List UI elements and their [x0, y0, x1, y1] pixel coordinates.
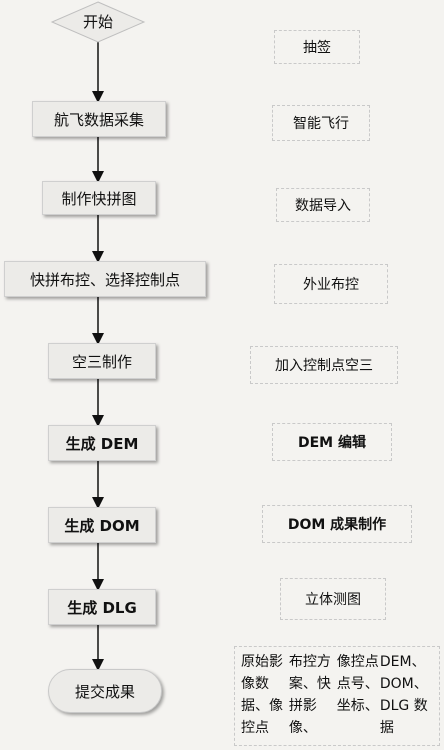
note-label: 立体测图 [305, 592, 361, 608]
note-label: DOM 成果制作 [287, 517, 387, 533]
note-stereo-mapping: 立体测图 [280, 578, 386, 620]
step-generate-dem: 生成 DEM [48, 425, 156, 461]
step-label: 生成 DOM [64, 516, 140, 535]
start-label: 开始 [82, 13, 113, 31]
note-label: 外业布控 [303, 277, 359, 293]
note-field-control: 外业布控 [274, 264, 388, 304]
step-aerial-triangulation: 空三制作 [48, 343, 156, 379]
deliverables-line: 原始影像数据、像控点 [241, 654, 283, 736]
note-label: 数据导入 [295, 198, 351, 214]
note-smart-flight: 智能飞行 [272, 105, 370, 141]
note-add-control-points: 加入控制点空三 [250, 346, 398, 384]
step-label: 快拼布控、选择控制点 [29, 270, 180, 289]
step-generate-dlg: 生成 DLG [48, 589, 156, 625]
note-dom-production: DOM 成果制作 [262, 505, 412, 543]
deliverables-line: 布控方案、快拼影像、 [288, 654, 331, 736]
step-aerial-data-collection: 航飞数据采集 [32, 101, 166, 137]
end-label: 提交成果 [74, 682, 135, 701]
step-label: 生成 DEM [65, 434, 139, 453]
deliverables-list: 原始影像数据、像控点 布控方案、快拼影像、 像控点点号、坐标、 DEM、DOM、… [234, 646, 440, 746]
note-dem-edit: DEM 编辑 [272, 423, 392, 461]
note-draw-lots: 抽签 [274, 30, 360, 64]
step-quick-mosaic: 制作快拼图 [42, 181, 156, 215]
note-label: 抽签 [303, 40, 331, 56]
start-diamond-shape [50, 1, 146, 43]
step-label: 制作快拼图 [61, 189, 137, 208]
note-data-import: 数据导入 [276, 188, 370, 222]
step-control-points: 快拼布控、选择控制点 [4, 261, 206, 297]
deliverables-line: 像控点点号、坐标、 [336, 654, 379, 714]
step-label: 航飞数据采集 [53, 110, 144, 129]
note-label: 加入控制点空三 [275, 358, 373, 374]
deliverables-line: DEM、DOM、DLG 数据 [379, 654, 428, 736]
note-label: DEM 编辑 [298, 435, 366, 451]
step-label: 空三制作 [71, 352, 132, 371]
end-terminal: 提交成果 [48, 669, 162, 713]
note-label: 智能飞行 [293, 116, 349, 132]
step-label: 生成 DLG [67, 598, 137, 617]
step-generate-dom: 生成 DOM [48, 507, 156, 543]
